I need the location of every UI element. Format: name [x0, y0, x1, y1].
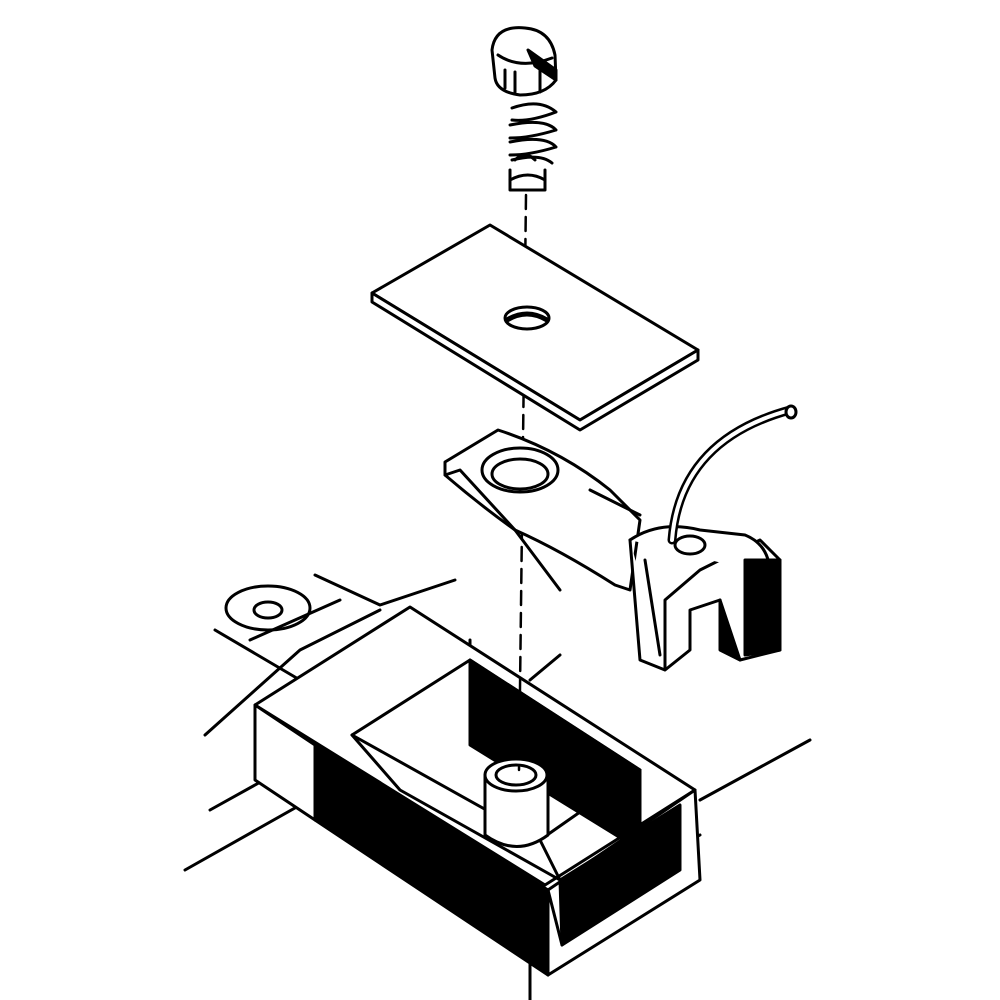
coupler — [443, 404, 798, 672]
cover-plate — [370, 223, 700, 432]
draft-gear-box — [253, 605, 702, 977]
mounting-post — [483, 757, 550, 848]
screw — [490, 26, 558, 192]
washer — [224, 584, 312, 632]
